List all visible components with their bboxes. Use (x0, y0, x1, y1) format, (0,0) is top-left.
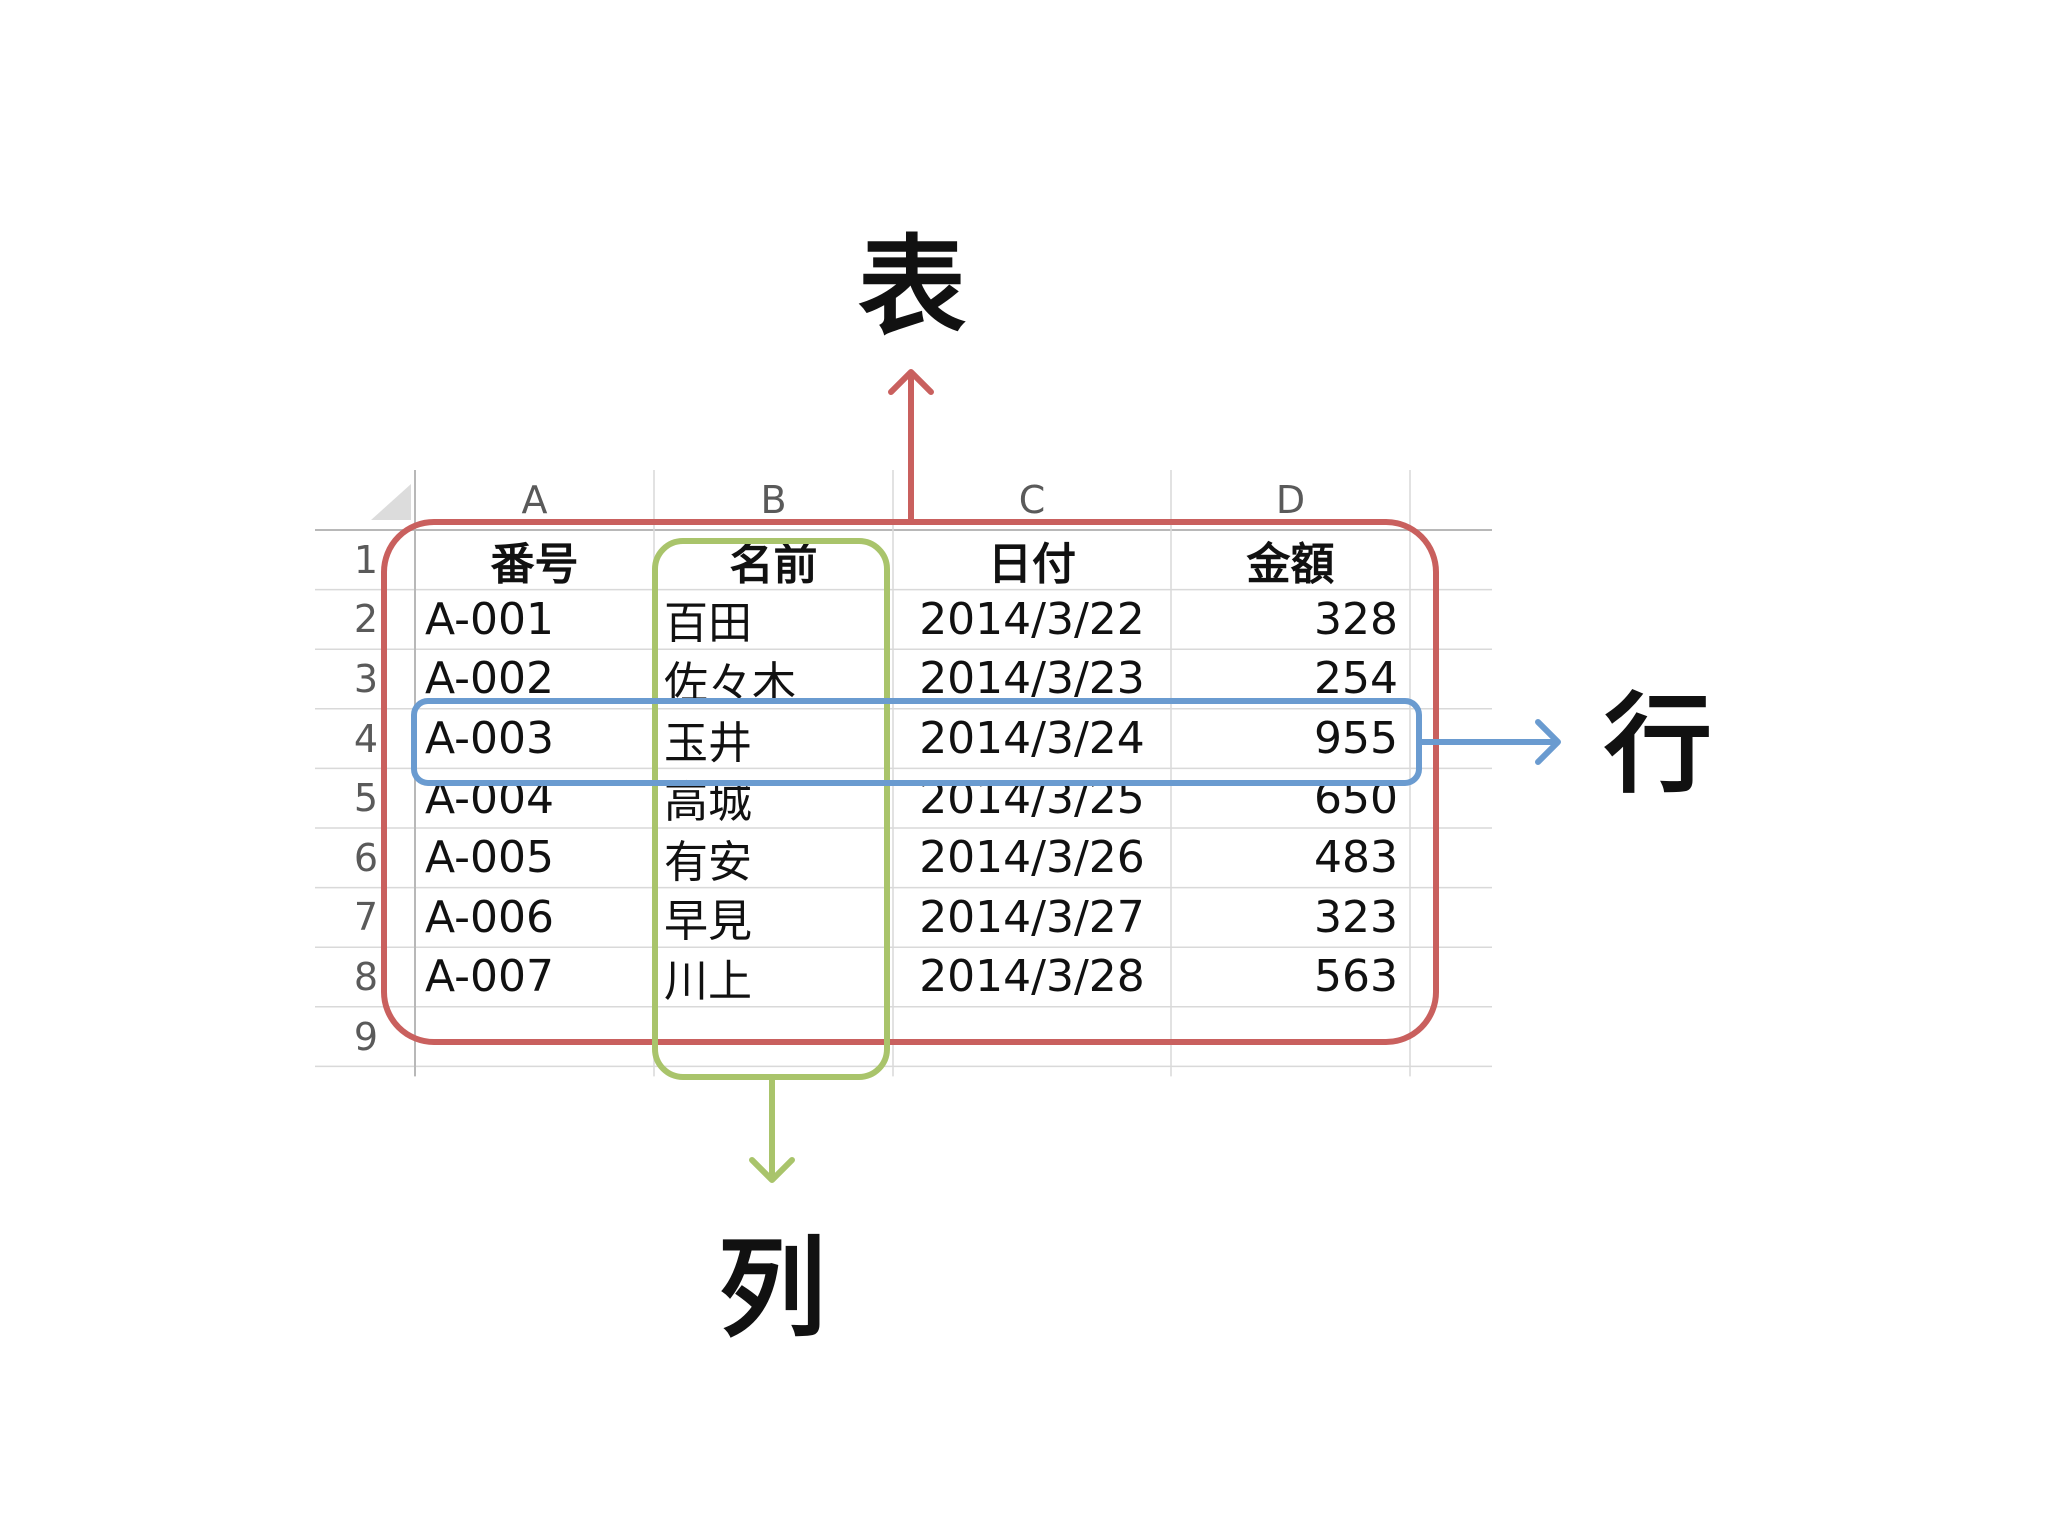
table-cell: 2014/3/22 (919, 593, 1145, 645)
column-arrow-head (749, 1157, 795, 1183)
row-number: 1 (353, 537, 378, 582)
column-header-d: D (1275, 478, 1306, 522)
row-number: 6 (353, 835, 378, 880)
header-cell: 名前 (729, 538, 818, 590)
table-label: 表 (858, 225, 967, 350)
table-cell: A-005 (425, 832, 554, 884)
table-cell: 2014/3/28 (919, 951, 1145, 1003)
table-cell: 2014/3/24 (919, 713, 1145, 765)
table-cell: 玉井 (664, 717, 752, 769)
header-cell: 金額 (1246, 538, 1335, 590)
table-cell: 川上 (664, 955, 752, 1007)
table-arrow-head (888, 369, 934, 395)
table-cell: 483 (1314, 832, 1398, 884)
table-cell: A-007 (425, 951, 554, 1003)
header-cell: 日付 (988, 538, 1076, 590)
table-cell: A-002 (425, 653, 554, 705)
table-cell: A-006 (425, 891, 554, 943)
row-label: 行 (1604, 683, 1713, 808)
table-cell: 早見 (664, 896, 752, 948)
header-cell: 番号 (490, 538, 579, 590)
row-arrow-head (1535, 719, 1561, 765)
row-number: 5 (353, 776, 378, 821)
table-cell: 254 (1314, 653, 1398, 705)
column-header-a: A (521, 478, 548, 522)
table-cell: 2014/3/27 (919, 891, 1145, 943)
table-cell: 2014/3/23 (919, 653, 1145, 705)
table-cell: 323 (1314, 891, 1398, 943)
table-cell: 955 (1314, 713, 1398, 765)
table-cell: 百田 (664, 598, 752, 650)
row-number: 2 (353, 597, 378, 642)
table-cell: 有安 (664, 836, 752, 888)
column-outline (652, 538, 890, 1080)
row-number: 4 (353, 716, 378, 761)
table-cell: 563 (1314, 951, 1398, 1003)
column-header-c: C (1018, 478, 1046, 522)
table-cell: 2014/3/26 (919, 832, 1145, 884)
row-number: 7 (353, 895, 378, 940)
table-cell: 328 (1314, 593, 1398, 645)
row-number: 9 (353, 1014, 378, 1059)
row-number: 3 (353, 656, 378, 701)
row-number: 8 (353, 954, 378, 999)
table-cell: A-001 (425, 593, 554, 645)
column-header-b: B (760, 478, 787, 522)
table-cell: A-003 (425, 713, 554, 765)
select-all-corner (371, 484, 411, 520)
row-outline (411, 698, 1422, 786)
column-label: 列 (718, 1227, 827, 1352)
